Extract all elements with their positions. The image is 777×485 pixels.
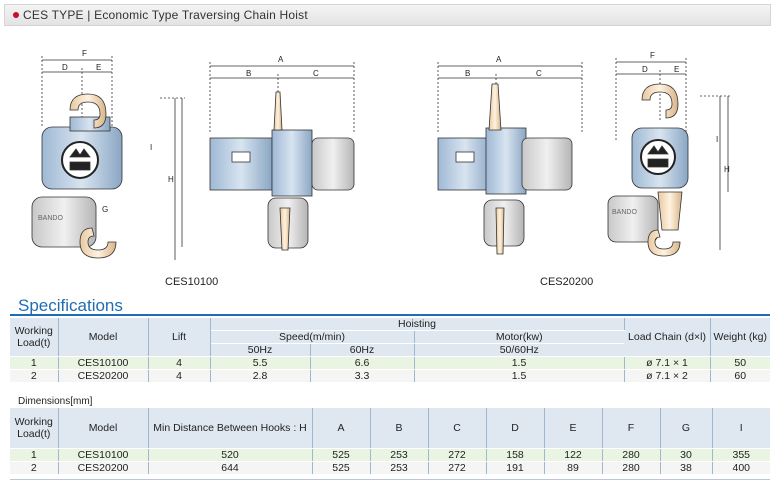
header-g: G	[660, 408, 713, 449]
svg-text:I: I	[150, 143, 152, 152]
header-d: D	[486, 408, 545, 449]
header-b: B	[370, 408, 429, 449]
header-speed: Speed(m/min)	[210, 330, 415, 344]
svg-text:D: D	[642, 65, 648, 74]
bottom-rule	[10, 479, 770, 480]
header-a: A	[312, 408, 371, 449]
svg-text:E: E	[96, 63, 101, 72]
svg-text:BANDO: BANDO	[612, 209, 637, 216]
drawings-panel: F D E H I G BANDO A B C	[10, 32, 767, 290]
svg-text:C: C	[536, 69, 542, 78]
ces10100-side-labels: F D E H I G BANDO	[38, 49, 174, 222]
svg-text:B: B	[246, 69, 251, 78]
header-hoisting: Hoisting	[210, 318, 625, 331]
header-model: Model	[58, 408, 149, 449]
header-50hz: 50Hz	[210, 343, 311, 357]
table-row: 1 CES10100 4 5.5 6.6 1.5 ø 7.1 × 1 50	[10, 356, 770, 370]
header-min-distance: Min Distance Between Hooks : H	[148, 408, 313, 449]
header-i: I	[712, 408, 770, 449]
ces10100-front-view	[209, 62, 355, 251]
svg-text:B: B	[465, 69, 470, 78]
svg-text:H: H	[724, 165, 730, 174]
ces20200-front-labels: A B C	[465, 55, 542, 78]
table-row: 2 CES20200 4 2.8 3.3 1.5 ø 7.1 × 2 60	[10, 369, 770, 383]
header-e: E	[544, 408, 603, 449]
specifications-rule	[10, 314, 770, 316]
ces20200-side-labels: F D E H I BANDO	[612, 51, 730, 216]
svg-text:G: G	[102, 205, 108, 214]
svg-text:BANDO: BANDO	[38, 215, 63, 222]
header-load-chain: Load Chain (d×l)	[624, 318, 711, 357]
header-working-load: Working Load(t)	[10, 408, 59, 449]
dimensions-title: Dimensions[mm]	[18, 396, 93, 407]
ces10100-side-view	[31, 56, 185, 260]
svg-text:E: E	[674, 65, 679, 74]
svg-text:I: I	[716, 135, 718, 144]
specifications-table: Working Load(t) Model Lift Hoisting Load…	[10, 318, 770, 383]
table-row: 2 CES20200 644 525 253 272 191 89 280 38…	[10, 461, 770, 475]
page-title: CES TYPE | Economic Type Traversing Chai…	[23, 8, 308, 22]
ces20200-front-view	[437, 62, 583, 255]
header-60hz: 60Hz	[310, 343, 415, 357]
header-model: Model	[58, 318, 149, 357]
header-f: F	[602, 408, 661, 449]
bullet-icon	[13, 12, 19, 18]
model-label-ces10100: CES10100	[165, 276, 219, 288]
svg-text:C: C	[313, 69, 319, 78]
table-row: 1 CES10100 520 525 253 272 158 122 280 3…	[10, 448, 770, 462]
specifications-title: Specifications	[18, 296, 123, 315]
hoist-drawings: F D E H I G BANDO A B C	[31, 49, 732, 260]
svg-text:D: D	[62, 63, 68, 72]
model-label-ces20200: CES20200	[540, 276, 594, 288]
dimensions-table: Working Load(t) Model Min Distance Betwe…	[10, 408, 770, 475]
header-lift: Lift	[148, 318, 211, 357]
svg-text:A: A	[278, 55, 284, 64]
header-c: C	[428, 408, 487, 449]
header-working-load: Working Load(t)	[10, 318, 59, 357]
header-weight: Weight (kg)	[710, 318, 770, 357]
header-50-60hz: 50/60Hz	[414, 343, 624, 357]
ces10100-front-labels: A B C	[246, 55, 319, 78]
header-motor: Motor(kw)	[414, 330, 624, 344]
svg-text:F: F	[650, 51, 655, 60]
svg-text:A: A	[496, 55, 502, 64]
svg-text:F: F	[82, 49, 87, 58]
ces20200-side-view	[607, 58, 732, 257]
svg-text:H: H	[168, 175, 174, 184]
title-bar: CES TYPE | Economic Type Traversing Chai…	[4, 4, 771, 26]
